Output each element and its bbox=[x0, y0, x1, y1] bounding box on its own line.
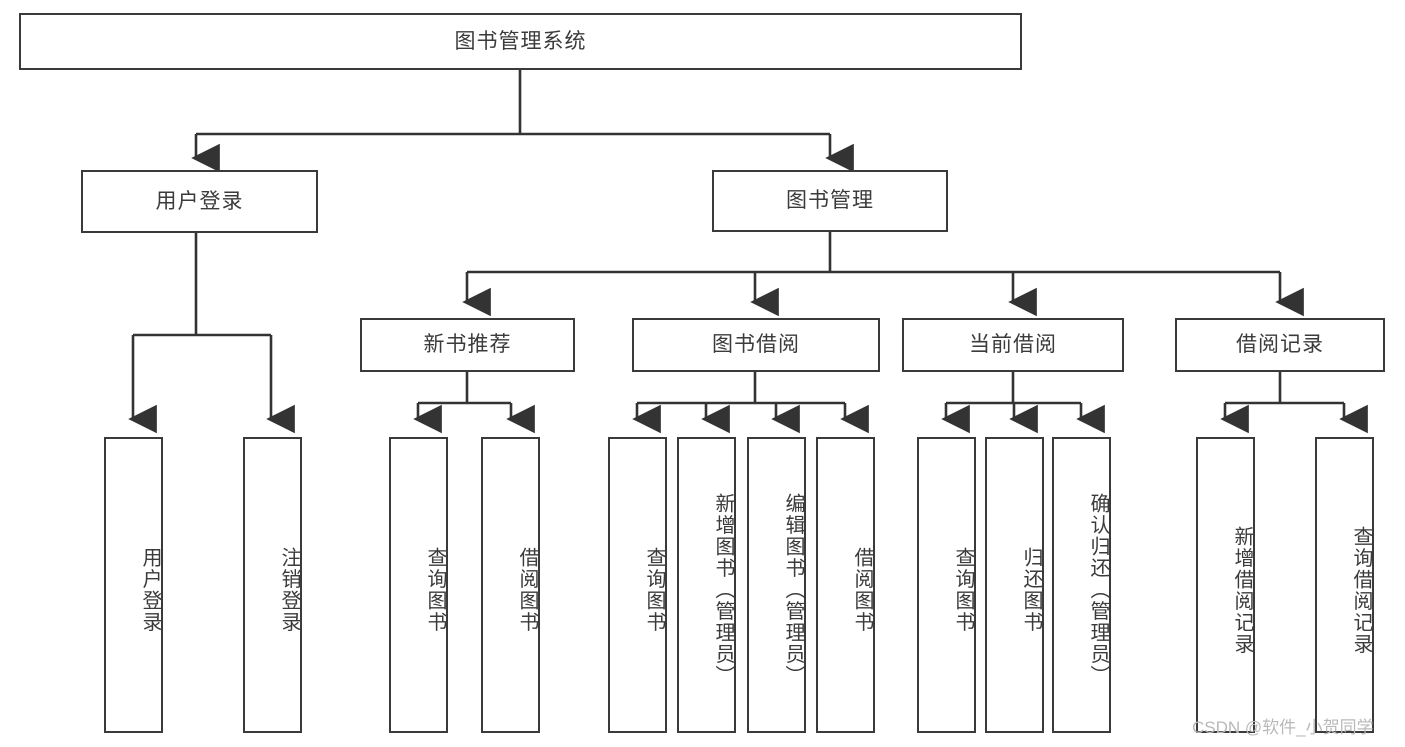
node-book-management-label: 图书管理 bbox=[786, 189, 874, 213]
node-leaf-edit-book-admin-label: 编辑图书（管理员） bbox=[782, 493, 804, 687]
node-leaf-edit-book-admin[interactable]: 编辑图书（管理员） bbox=[747, 437, 806, 733]
node-borrow-record[interactable]: 借阅记录 bbox=[1175, 318, 1385, 372]
node-leaf-user-login[interactable]: 用户登录 bbox=[104, 437, 163, 733]
node-current-borrow-label: 当前借阅 bbox=[969, 333, 1057, 357]
node-leaf-add-borrow-record[interactable]: 新增借阅记录 bbox=[1196, 437, 1255, 733]
node-leaf-borrow-book-1-label: 借阅图书 bbox=[516, 547, 538, 633]
node-current-borrow[interactable]: 当前借阅 bbox=[902, 318, 1124, 372]
node-user-login[interactable]: 用户登录 bbox=[81, 170, 318, 233]
node-leaf-add-book-admin[interactable]: 新增图书（管理员） bbox=[677, 437, 736, 733]
node-leaf-query-book-3[interactable]: 查询图书 bbox=[917, 437, 976, 733]
node-leaf-logout-label: 注销登录 bbox=[278, 547, 300, 633]
node-new-book-recommend-label: 新书推荐 bbox=[423, 333, 512, 357]
node-leaf-query-borrow-record-label: 查询借阅记录 bbox=[1350, 525, 1372, 655]
node-leaf-user-login-label: 用户登录 bbox=[139, 547, 161, 633]
node-leaf-query-book-2[interactable]: 查询图书 bbox=[608, 437, 667, 733]
node-leaf-confirm-return-admin-label: 确认归还（管理员） bbox=[1087, 493, 1109, 687]
node-user-login-label: 用户登录 bbox=[155, 189, 244, 213]
node-leaf-add-borrow-record-label: 新增借阅记录 bbox=[1231, 525, 1253, 655]
node-new-book-recommend[interactable]: 新书推荐 bbox=[360, 318, 575, 372]
node-leaf-borrow-book-2-label: 借阅图书 bbox=[851, 547, 873, 633]
node-leaf-query-book-3-label: 查询图书 bbox=[952, 547, 974, 633]
node-book-borrow-label: 图书借阅 bbox=[712, 333, 800, 357]
node-leaf-logout[interactable]: 注销登录 bbox=[243, 437, 302, 733]
node-leaf-confirm-return-admin[interactable]: 确认归还（管理员） bbox=[1052, 437, 1111, 733]
node-leaf-add-book-admin-label: 新增图书（管理员） bbox=[712, 493, 734, 687]
node-borrow-record-label: 借阅记录 bbox=[1236, 333, 1324, 357]
csdn-watermark: CSDN @软件_小贺同学 bbox=[1192, 718, 1374, 737]
node-leaf-borrow-book-2[interactable]: 借阅图书 bbox=[816, 437, 875, 733]
node-leaf-return-book[interactable]: 归还图书 bbox=[985, 437, 1044, 733]
node-leaf-borrow-book-1[interactable]: 借阅图书 bbox=[481, 437, 540, 733]
node-book-borrow[interactable]: 图书借阅 bbox=[632, 318, 880, 372]
node-root-label: 图书管理系统 bbox=[454, 29, 587, 53]
node-leaf-query-book-1-label: 查询图书 bbox=[424, 547, 446, 633]
node-leaf-query-book-2-label: 查询图书 bbox=[643, 547, 665, 633]
node-leaf-query-book-1[interactable]: 查询图书 bbox=[389, 437, 448, 733]
node-leaf-return-book-label: 归还图书 bbox=[1020, 547, 1042, 633]
node-leaf-query-borrow-record[interactable]: 查询借阅记录 bbox=[1315, 437, 1374, 733]
node-book-management[interactable]: 图书管理 bbox=[712, 170, 948, 232]
node-root[interactable]: 图书管理系统 bbox=[19, 13, 1022, 70]
